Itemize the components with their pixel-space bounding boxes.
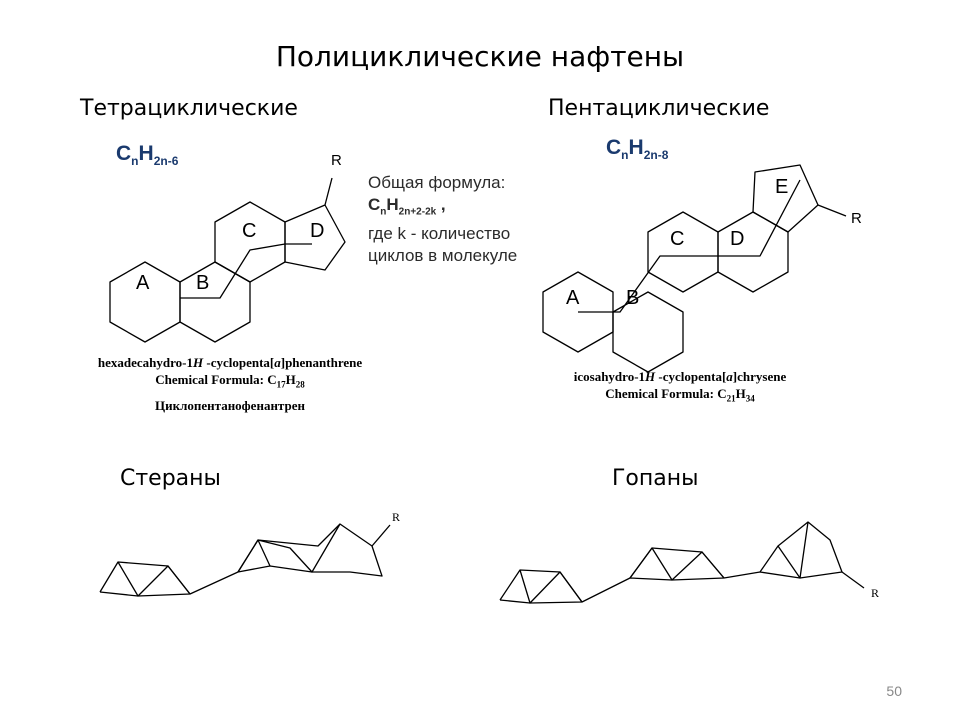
general-formula-note: Общая формула: CnH2n+2-2k , где k - коли… bbox=[368, 172, 517, 267]
tetra-r-label: R bbox=[331, 152, 342, 169]
pentacyclic-structure bbox=[542, 164, 847, 373]
note-line-1: Общая формула: bbox=[368, 173, 506, 192]
hopane-outline bbox=[499, 521, 843, 604]
tetra-ring-c-label: C bbox=[242, 220, 257, 242]
tetra-inner-line-ab bbox=[180, 243, 312, 299]
note-line-3: где k - количество bbox=[368, 224, 511, 244]
tetracyclic-structure bbox=[109, 177, 346, 343]
penta-formula: CnH2n-8 bbox=[606, 136, 669, 163]
penta-inner-line bbox=[578, 179, 801, 313]
tetra-caption: hexadecahydro-1H -cyclopenta[a]phenanthr… bbox=[60, 354, 400, 414]
tetra-r-bond bbox=[324, 177, 333, 206]
hopane-ring-e bbox=[777, 521, 809, 579]
penta-ring-d-label: D bbox=[730, 228, 745, 250]
penta-ring-a-label: A bbox=[566, 287, 580, 309]
heading-hopanes: Гопаны bbox=[612, 466, 699, 491]
note-line-4: циклов в молекуле bbox=[368, 246, 518, 266]
heading-steranes: Стераны bbox=[120, 466, 221, 491]
tetra-ring-b bbox=[179, 261, 251, 343]
penta-ring-e bbox=[752, 164, 819, 233]
penta-ring-b bbox=[612, 291, 684, 373]
tetra-caption-formula: Chemical Formula: C17H28 bbox=[155, 372, 305, 390]
sterane-lower-chain bbox=[117, 561, 191, 597]
tetra-ring-b-label: B bbox=[196, 272, 210, 294]
tetra-formula: CnH2n-6 bbox=[116, 142, 179, 169]
sterane-r-label: R bbox=[392, 510, 401, 524]
sterane-outline bbox=[99, 523, 383, 597]
penta-caption-name: icosahydro-1H -cyclopenta[a]chrysene bbox=[573, 369, 787, 384]
penta-ring-e-label: E bbox=[775, 176, 789, 198]
heading-pentacyclic: Пентациклические bbox=[548, 96, 770, 121]
tetra-caption-ru: Циклопентанофенантрен bbox=[155, 397, 305, 413]
sterane-upper-chain bbox=[237, 523, 341, 573]
hopane-upper-chain bbox=[629, 547, 725, 581]
penta-ring-c bbox=[647, 211, 719, 293]
penta-r-label: R bbox=[851, 210, 862, 227]
sterane-inner-bond bbox=[257, 539, 271, 567]
tetra-ring-d-label: D bbox=[310, 220, 325, 242]
page-number: 50 bbox=[886, 683, 902, 699]
penta-ring-c-label: C bbox=[670, 228, 685, 250]
sterane-structure bbox=[99, 523, 391, 597]
hopane-r-label: R bbox=[871, 586, 880, 600]
hopane-lower-chain bbox=[519, 569, 583, 604]
hopane-structure bbox=[499, 521, 865, 604]
tetra-ring-d bbox=[284, 204, 346, 271]
heading-tetracyclic: Тетрациклические bbox=[80, 96, 298, 121]
penta-caption: icosahydro-1H -cyclopenta[a]chrysene Che… bbox=[530, 368, 830, 408]
tetra-caption-name: hexadecahydro-1H -cyclopenta[a]phenanthr… bbox=[97, 355, 363, 370]
penta-caption-formula: Chemical Formula: C21H34 bbox=[605, 386, 755, 404]
slide-title: Полициклические нафтены bbox=[275, 40, 685, 73]
penta-ring-b-label: B bbox=[626, 287, 640, 309]
note-formula: CnH2n+2-2k , bbox=[368, 195, 446, 218]
tetra-ring-a-label: A bbox=[136, 272, 150, 294]
penta-r-bond bbox=[817, 204, 847, 217]
penta-ring-a bbox=[542, 271, 614, 353]
hopane-r-bond bbox=[841, 571, 865, 589]
sterane-r-bond bbox=[371, 524, 391, 547]
